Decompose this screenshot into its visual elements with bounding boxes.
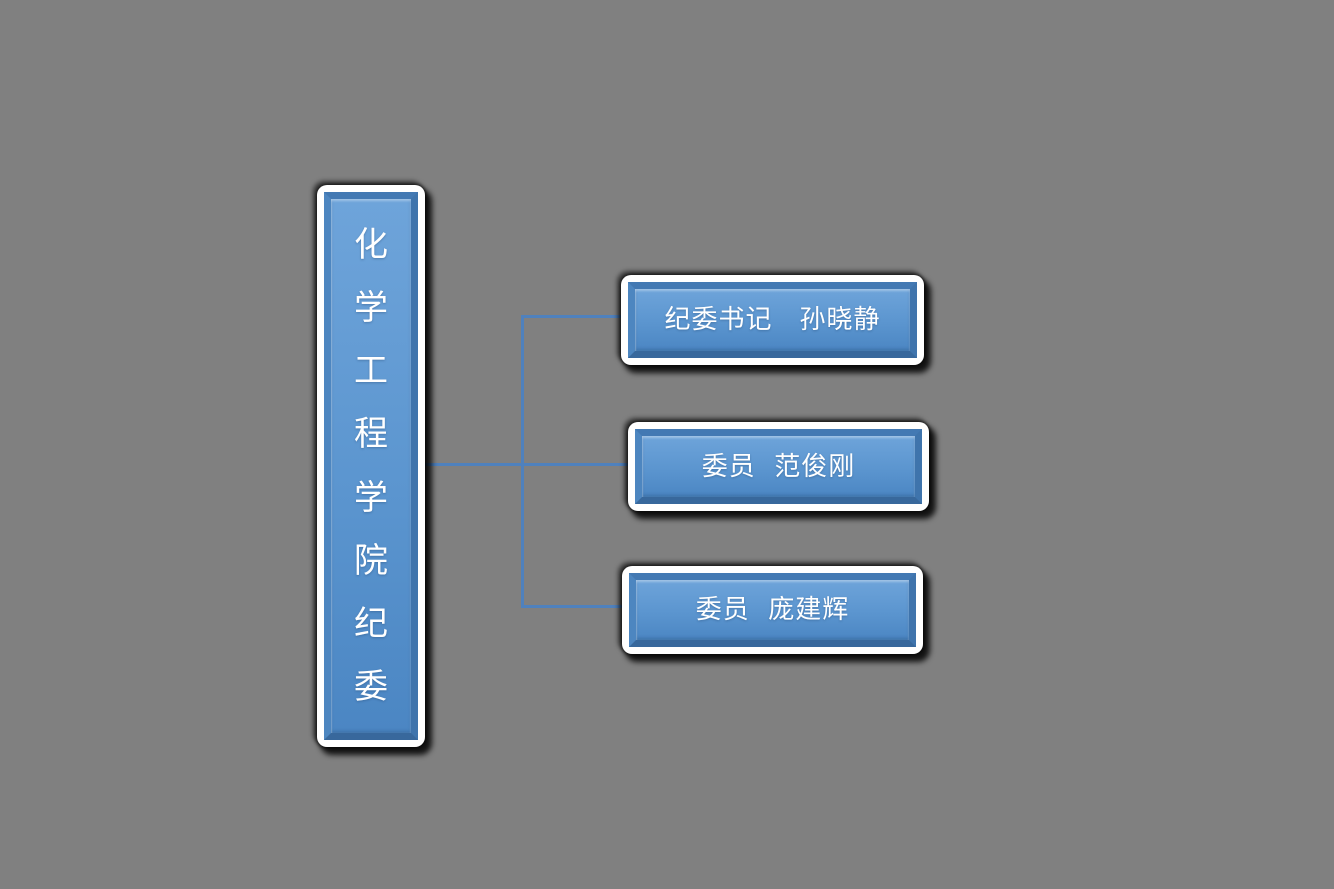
org-node-member-1-label: 委员 范俊刚 <box>701 451 856 482</box>
connector-branch-middle-line <box>425 463 629 466</box>
connector-branch-top-line <box>524 315 622 318</box>
root-label-char: 工 <box>354 351 388 392</box>
org-node-member-2-label: 委员 庞建辉 <box>695 595 850 625</box>
org-node-member-1[interactable]: 委员 范俊刚 <box>628 422 929 511</box>
root-label-char: 纪 <box>354 603 388 644</box>
root-label-char: 程 <box>354 414 388 455</box>
root-label-char: 学 <box>354 477 388 518</box>
org-node-member-2-surface: 委员 庞建辉 <box>629 573 916 647</box>
org-node-member-2[interactable]: 委员 庞建辉 <box>622 566 923 654</box>
org-node-secretary[interactable]: 纪委书记 孙晓静 <box>621 275 924 365</box>
org-node-member-1-surface: 委员 范俊刚 <box>635 429 922 504</box>
org-node-root[interactable]: 化 学 工 程 学 院 纪 委 <box>317 185 425 747</box>
org-node-secretary-surface: 纪委书记 孙晓静 <box>628 282 917 358</box>
connector-branch-bottom-line <box>524 605 623 608</box>
root-label-char: 委 <box>354 666 388 707</box>
root-label-char: 化 <box>354 225 388 266</box>
org-node-root-label: 化 学 工 程 学 院 纪 委 <box>331 199 411 733</box>
org-node-secretary-label: 纪委书记 孙晓静 <box>664 305 881 335</box>
connector-trunk-line <box>521 315 524 608</box>
root-label-char: 学 <box>354 288 388 329</box>
root-label-char: 院 <box>354 540 388 581</box>
org-node-root-surface: 化 学 工 程 学 院 纪 委 <box>324 192 418 740</box>
